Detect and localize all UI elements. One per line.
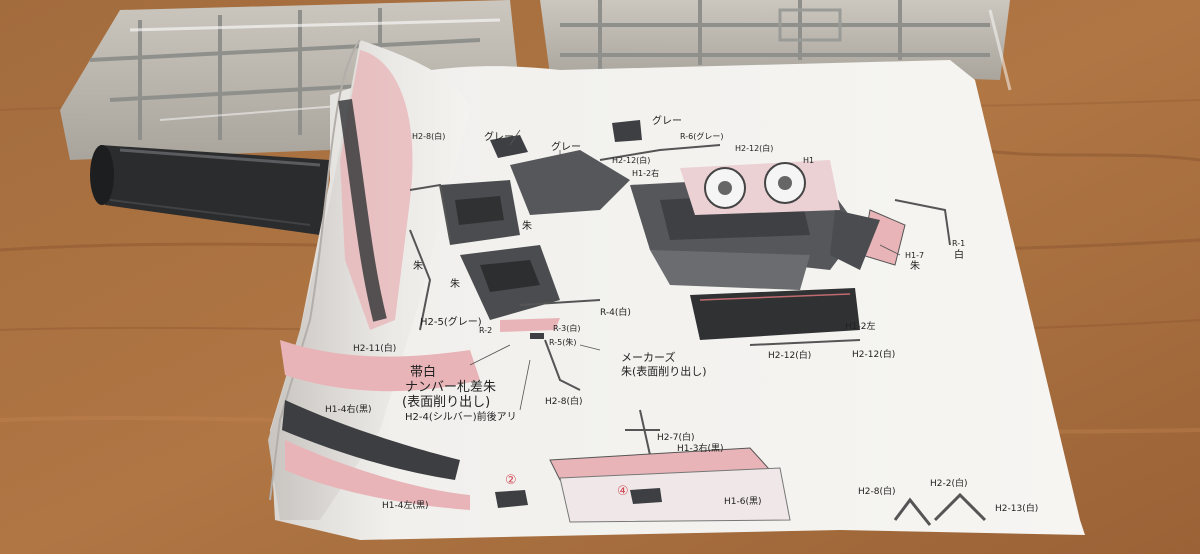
label-r5-vermilion: R-5(朱) <box>549 338 577 347</box>
label-h1-3-right: H1-3右(黒) <box>677 444 724 454</box>
label-step-4: ④ <box>617 484 629 499</box>
label-h1-2-right: H1-2右 <box>632 169 660 178</box>
label-h2-2-white: H2-2(白) <box>930 479 968 489</box>
label-h1-7-vermilion: 朱 <box>910 261 920 272</box>
label-h2-12-white-a: H2-12(白) <box>612 156 651 165</box>
label-h1-2-left: H1-2左 <box>845 322 876 332</box>
label-h1: H1 <box>803 156 815 165</box>
label-h2-12-white-d: H2-12(白) <box>852 350 896 360</box>
label-vermilion-b: 朱 <box>413 261 423 272</box>
label-maker-line2: 朱(表面削り出し) <box>621 365 707 378</box>
label-h2-12-white-c: H2-12(白) <box>768 351 812 361</box>
label-band-line1: 帯白 <box>410 365 437 380</box>
label-step-2: ② <box>505 473 517 488</box>
label-h1-6-black: H1-6(黒) <box>724 497 762 507</box>
label-h2-7-white: H2-7(白) <box>657 433 695 443</box>
label-maker-line1: メーカーズ <box>621 351 676 364</box>
label-h2-8-white-bottom: H2-8(白) <box>858 487 896 497</box>
label-gray-2: グレー <box>551 142 581 153</box>
label-vermilion-c: 朱 <box>450 279 460 290</box>
instruction-sheet <box>268 39 1085 540</box>
label-h2-8-white-mid: H2-8(白) <box>545 397 583 407</box>
label-h2-5-gray: H2-5(グレー) <box>420 317 482 328</box>
label-h2-11-white: H2-11(白) <box>353 344 397 354</box>
label-vermilion-a: 朱 <box>522 221 532 232</box>
label-h2-12-white-b: H2-12(白) <box>735 144 774 153</box>
label-r3-white: R-3(白) <box>553 324 581 333</box>
label-h2-4-silver: H2-4(シルバー)前後アリ <box>405 412 517 423</box>
label-h1-4-right: H1-4右(黒) <box>325 405 372 415</box>
label-band-line3: (表面削り出し) <box>402 395 491 410</box>
label-h1-4-left: H1-4左(黒) <box>382 501 429 511</box>
label-r2: R-2 <box>479 326 493 335</box>
label-h1-7: H1-7 <box>905 251 925 260</box>
label-r6-gray: R-6(グレー) <box>680 132 724 141</box>
label-gray-1: グレー <box>484 132 514 143</box>
label-r1: R-1 <box>952 239 966 248</box>
label-band-line2: ナンバー札差朱 <box>405 380 497 395</box>
leader-lines <box>469 129 901 411</box>
label-r4-white: R-4(白) <box>600 308 631 318</box>
label-r1-white: 白 <box>954 250 964 261</box>
label-h2-13-white: H2-13(白) <box>995 504 1039 514</box>
diagram-parts <box>409 120 987 526</box>
black-rolled-part <box>90 145 330 235</box>
label-gray-3: グレー <box>652 116 682 127</box>
sprue-bag-right <box>540 0 1012 91</box>
label-h2-8-white-top: H2-8(白) <box>412 132 446 141</box>
